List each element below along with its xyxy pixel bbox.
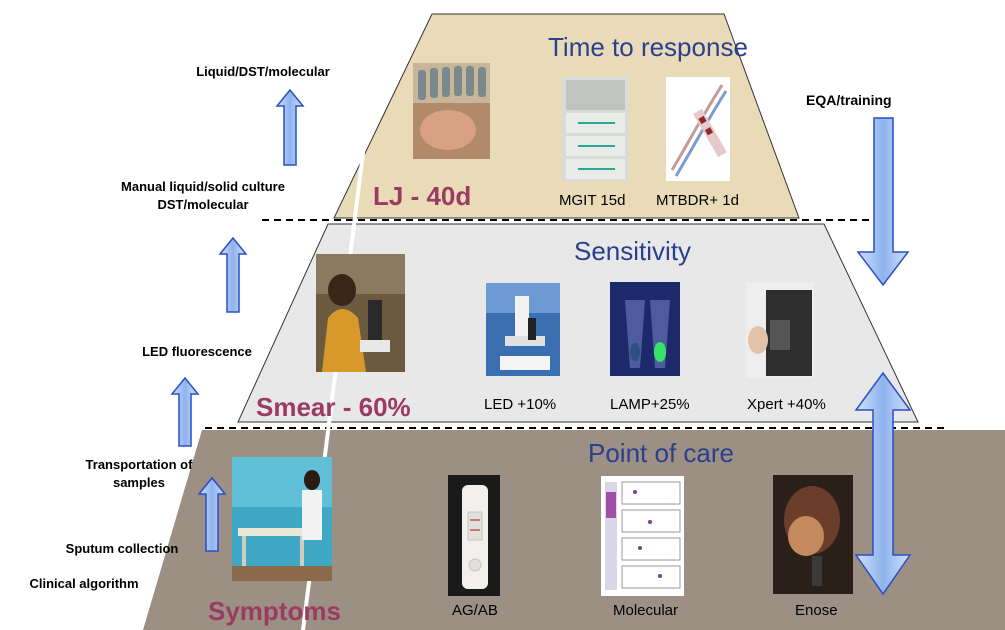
label-transport-line1: Transportation of (85, 457, 193, 472)
up-arrow-icon (170, 376, 200, 447)
caption-xpert: Xpert +40% (747, 396, 826, 413)
heading-point-of-care: Point of care (588, 438, 734, 468)
caption-mtbdr: MTBDR+ 1d (656, 192, 739, 209)
tier-label-smear: Smear - 60% (256, 392, 411, 422)
up-arrow-icon (218, 236, 248, 313)
label-eqa-training: EQA/training (806, 92, 892, 108)
tier-label-lj: LJ - 40d (373, 181, 472, 211)
lj-tubes-photo (413, 63, 490, 159)
label-manual-culture-line1: Manual liquid/solid culture (121, 179, 285, 194)
label-manual-culture: Manual liquid/solid culture DST/molecula… (82, 178, 324, 214)
label-sputum-collection: Sputum collection (65, 541, 179, 556)
label-manual-culture-line2: DST/molecular (157, 197, 249, 212)
label-led-fluorescence: LED fluorescence (142, 344, 252, 359)
double-arrow-icon (854, 371, 912, 596)
up-arrow-icon (275, 88, 305, 166)
smear-microscopy-photo (316, 254, 405, 372)
caption-mgit: MGIT 15d (559, 192, 626, 209)
label-clinical-algorithm: Clinical algorithm (29, 576, 139, 591)
label-transportation: Transportation of samples (64, 456, 214, 492)
down-arrow-icon (856, 117, 910, 287)
caption-molecular: Molecular (613, 602, 679, 619)
tier-label-symptoms: Symptoms (208, 596, 341, 626)
caption-lamp: LAMP+25% (610, 396, 690, 413)
molecular-chart-photo (601, 476, 684, 596)
enose-photo (773, 475, 853, 594)
xpert-machine-photo (746, 282, 814, 378)
dna-strip-photo (666, 77, 730, 181)
mgit-instrument-photo (562, 77, 629, 181)
test-strip-photo (448, 475, 500, 596)
label-liquid-dst-molecular: Liquid/DST/molecular (196, 64, 330, 79)
caption-enose: Enose (795, 602, 838, 619)
led-microscope-photo (486, 283, 560, 376)
label-transport-line2: samples (112, 475, 166, 490)
heading-sensitivity: Sensitivity (574, 236, 692, 266)
caption-led: LED +10% (484, 396, 557, 413)
up-arrow-icon (197, 476, 227, 552)
sample-transport-photo (232, 457, 332, 581)
lamp-tubes-photo (610, 282, 680, 376)
heading-time-to-response: Time to response (548, 32, 748, 62)
caption-ag-ab: AG/AB (452, 602, 498, 619)
